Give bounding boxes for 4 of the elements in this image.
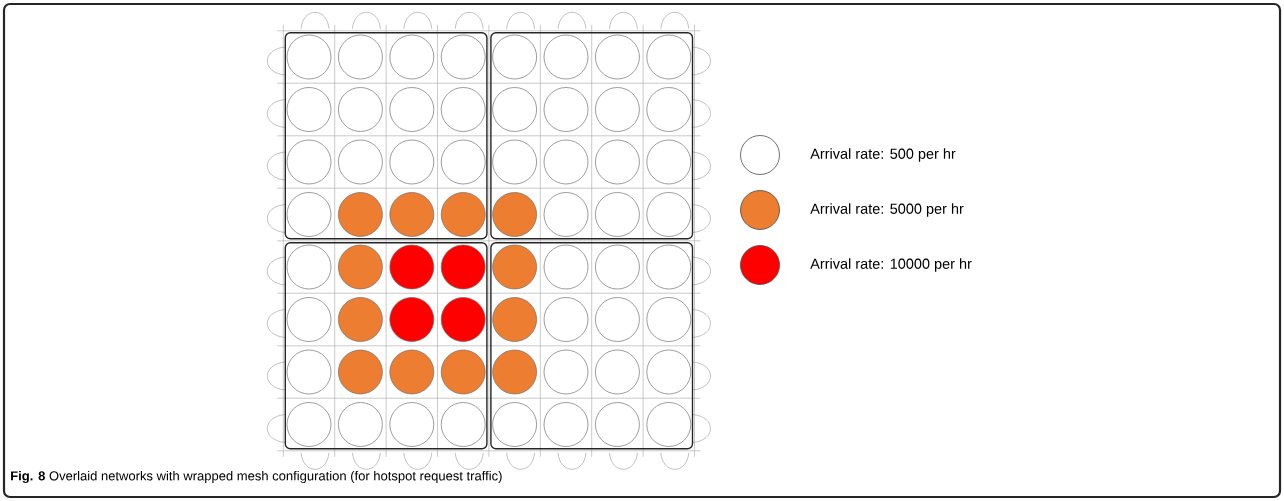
legend-label: Arrival rate: 10000 per hr	[810, 258, 972, 272]
legend-label: Arrival rate: 500 per hr	[810, 148, 956, 162]
legend-label: Arrival rate: 5000 per hr	[810, 203, 964, 217]
figure-caption: Fig. 8 Overlaid networks with wrapped mesh configuration (for hotspot request traffic)	[11, 470, 502, 484]
